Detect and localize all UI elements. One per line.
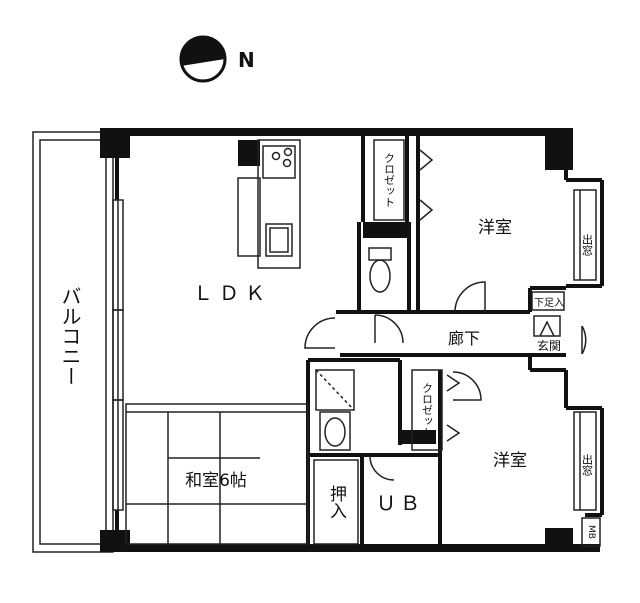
room-label-closet-top: クロゼット [383, 152, 396, 207]
room-label-closet-bottom: クロゼット [421, 382, 434, 437]
room-label-youshitsu-top: 洋室 [478, 218, 512, 238]
room-label-oshiire: 押入 [326, 485, 347, 519]
room-label-rouka: 廊下 [448, 329, 480, 348]
room-label-ub: ＵＢ [376, 491, 424, 515]
closets [373, 139, 443, 451]
room-label-demado-bottom: 出窓 [581, 453, 594, 476]
mb-box [581, 517, 601, 547]
bay-windows [573, 189, 597, 511]
washbasin-icon [315, 369, 355, 451]
room-label-washitsu: 和室6帖 [185, 471, 247, 491]
room-label-demado-top: 出窓 [581, 233, 594, 256]
room-label-youshitsu-bottom: 洋室 [493, 451, 527, 471]
toilet-icon [368, 247, 392, 293]
windows-balcony-side [112, 199, 124, 511]
genkan-shoe-box [531, 291, 565, 337]
outer-walls [100, 128, 604, 552]
room-label-genkan: 玄関 [537, 338, 561, 353]
oshiire-outline [313, 459, 359, 545]
room-label-ldk: ＬＤＫ [193, 281, 271, 305]
kitchen-counter [237, 139, 301, 269]
washitsu-tatami [125, 403, 309, 545]
room-label-getabako: 下足入 [534, 297, 564, 309]
door-swings [304, 149, 587, 481]
pillars [100, 128, 573, 552]
room-label-balcony: バルコニー [58, 286, 82, 386]
interior-walls [306, 132, 566, 548]
room-label-mb: MB [586, 525, 596, 539]
compass-north-label: N [238, 48, 255, 72]
compass-icon: N [179, 35, 255, 83]
